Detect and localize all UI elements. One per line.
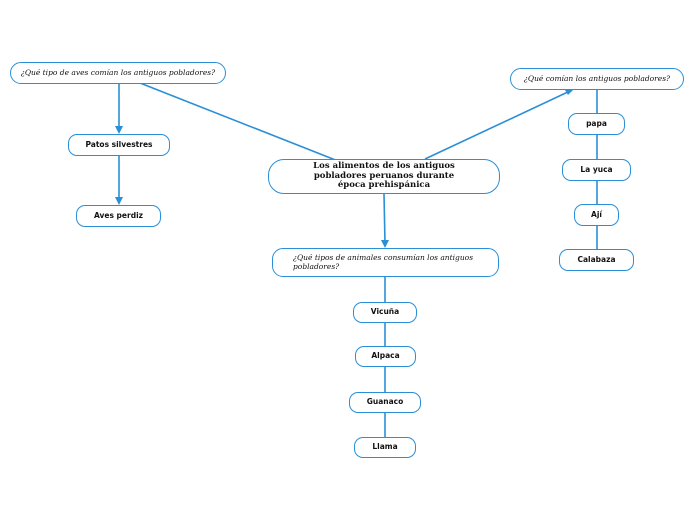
node-papa[interactable]: papa	[568, 113, 625, 135]
node-guanaco[interactable]: Guanaco	[349, 392, 421, 413]
arrowhead-q-animales	[381, 240, 389, 248]
node-alpaca[interactable]: Alpaca	[355, 346, 416, 367]
node-calabaza[interactable]: Calabaza	[559, 249, 634, 271]
link-central-to-q-aves	[139, 82, 339, 162]
arrowhead-aves-perdiz	[115, 197, 123, 205]
node-aji[interactable]: Ají	[574, 204, 619, 226]
arrowhead-patos	[115, 126, 123, 134]
node-central[interactable]: Los alimentos de los antiguos pobladores…	[268, 159, 500, 194]
node-la-yuca[interactable]: La yuca	[562, 159, 631, 181]
link-central-to-q-comian	[424, 90, 571, 160]
arrowhead-q-comian	[565, 89, 574, 95]
node-patos-silvestres[interactable]: Patos silvestres	[68, 134, 170, 156]
node-llama[interactable]: Llama	[354, 437, 416, 458]
node-q-animales[interactable]: ¿Qué tipos de animales consumían los ant…	[272, 248, 499, 277]
link-central-to-q-animales	[383, 193, 386, 245]
node-q-aves[interactable]: ¿Qué tipo de aves comían los antiguos po…	[10, 62, 226, 84]
node-vicuna[interactable]: Vicuña	[353, 302, 417, 323]
node-q-comian[interactable]: ¿Qué comían los antiguos pobladores?	[510, 68, 684, 90]
node-aves-perdiz[interactable]: Aves perdiz	[76, 205, 161, 227]
